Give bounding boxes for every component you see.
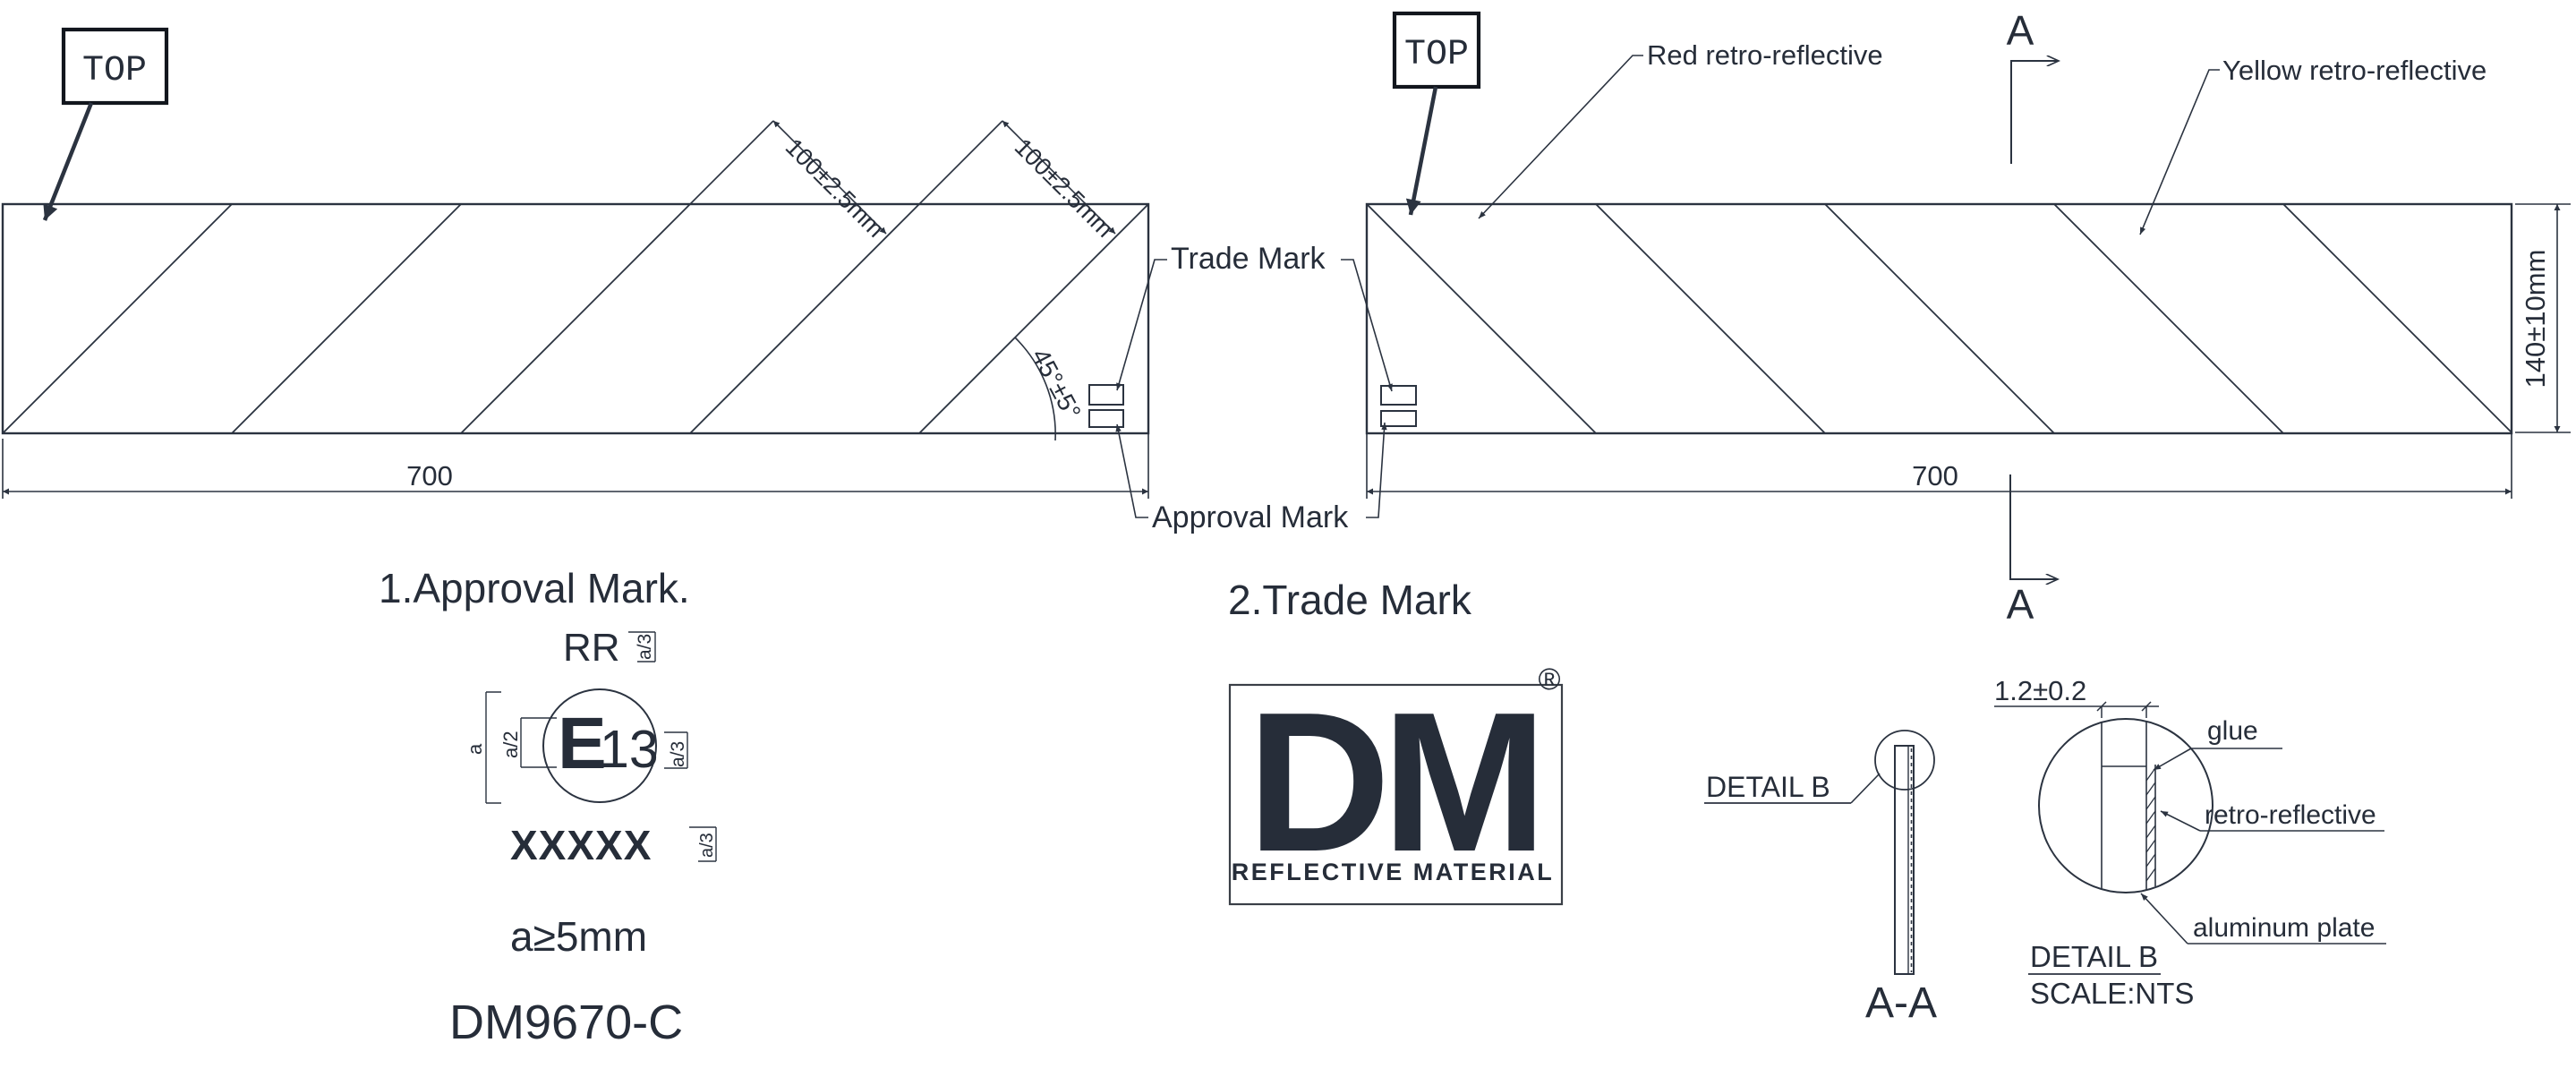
top-label-left: TOP	[82, 51, 147, 91]
stripe-dim-line-1	[772, 120, 887, 235]
thickness-dimension	[1994, 701, 2159, 718]
e13-a3-text: a/3	[668, 741, 688, 767]
aluminum-leader	[2140, 893, 2188, 945]
retro-hatch	[2145, 767, 2156, 882]
retro-leader	[2160, 810, 2201, 832]
angle-dim-text: 45°±5°	[1027, 344, 1087, 423]
thickness-dim-text: 1.2±0.2	[1994, 675, 2086, 706]
glue-leader	[2153, 748, 2192, 771]
red-layer-leader	[1478, 55, 1643, 219]
red-layer-label: Red retro-reflective	[1647, 39, 1883, 71]
dm-logo-subtext: REFLECTIVE MATERIAL	[1232, 859, 1555, 885]
e-mark-number: 13	[600, 720, 659, 779]
height-dimension	[2515, 203, 2571, 433]
section-a-markers	[2009, 61, 2059, 579]
stripe-dim-callouts	[689, 120, 1116, 235]
layer-leaders	[1478, 55, 2220, 235]
right-width-dim-text: 700	[1912, 460, 1958, 491]
e-mark-circle	[542, 688, 657, 803]
top-box	[61, 27, 169, 106]
dim-tick	[2096, 701, 2107, 712]
top-callout-right	[1392, 11, 1481, 216]
trade-leader-left	[1116, 259, 1167, 391]
approval-leader-left	[1115, 423, 1148, 518]
right-plate-approvalmark-area	[1380, 410, 1417, 427]
detail-b-view	[1994, 701, 2386, 975]
yellow-layer-label: Yellow retro-reflective	[2222, 55, 2486, 86]
left-plate-stripes	[3, 204, 1148, 433]
detail-geometry	[2101, 719, 2156, 893]
right-plate-view	[1365, 202, 2571, 499]
left-width-dim-text: 700	[406, 460, 453, 491]
section-aa-title: A-A	[1865, 979, 1937, 1027]
left-plate-view	[1, 120, 1150, 499]
angle-arc	[1014, 337, 1056, 441]
rr-a3-bracket	[628, 631, 656, 662]
trademark-section-title: 2.Trade Mark	[1228, 577, 1472, 623]
stripe-extension-line	[918, 120, 1003, 205]
dm-logo-box	[1228, 683, 1564, 906]
section-a-top-line	[2010, 61, 2059, 164]
section-aa-view	[1704, 730, 1935, 975]
approval-mark-label: Approval Mark	[1152, 500, 1349, 534]
stripe-extension-line	[689, 120, 774, 205]
stripe-dim-text-1: 100±2.5mm	[780, 133, 890, 243]
stripe-dim-text-2: 100±2.5mm	[1010, 133, 1119, 243]
serial-a3-text: a/3	[697, 833, 717, 858]
detail-b-title: DETAIL B	[2030, 940, 2158, 973]
e13-a3-bracket	[664, 731, 688, 769]
right-plate-outline	[1365, 202, 2513, 435]
left-width-dimension	[2, 433, 1149, 499]
serial-text: XXXXX	[510, 822, 652, 868]
e-mark-letter: E	[558, 703, 607, 784]
dm-logo-text: DM	[1247, 671, 1538, 893]
section-a-top-label: A	[2007, 7, 2034, 54]
detail-leaders	[2028, 748, 2386, 975]
a-dim-text: a	[464, 743, 486, 755]
aluminum-label: aluminum plate	[2193, 913, 2375, 943]
left-plate-trademark-area	[1088, 384, 1124, 406]
mark-leaders	[1115, 259, 1393, 518]
top-box	[1392, 11, 1481, 90]
top-callout-left	[42, 27, 169, 221]
height-dim-text: 140±10mm	[2520, 250, 2551, 389]
aa-plate-outline	[1894, 745, 1915, 975]
registered-mark-icon: ®	[1538, 662, 1560, 697]
approval-leader-right	[1366, 422, 1387, 518]
section-a-bottom-line	[2009, 474, 2058, 579]
dim-tick	[2141, 701, 2152, 712]
detail-b-callout: DETAIL B	[1706, 771, 1830, 803]
right-plate-trademark-area	[1380, 385, 1417, 406]
glue-label: glue	[2207, 716, 2258, 746]
detail-b-circle-marker	[1874, 730, 1935, 791]
trade-mark-label: Trade Mark	[1171, 242, 1326, 276]
detail-circle	[2038, 718, 2213, 893]
left-plate-outline	[1, 202, 1150, 435]
rr-a3-text: a/3	[635, 634, 655, 660]
trade-leader-right	[1341, 259, 1393, 392]
a-min-note: a≥5mm	[510, 913, 647, 960]
top-label-right: TOP	[1404, 35, 1469, 75]
a-dimension	[485, 691, 501, 804]
section-a-bottom-label: A	[2007, 581, 2034, 628]
rr-text: RR	[563, 626, 620, 670]
yellow-layer-leader	[2139, 69, 2220, 235]
detail-b-leader	[1850, 773, 1881, 804]
top-arrow-icon	[42, 102, 94, 221]
a2-dimension	[520, 717, 557, 768]
serial-a3-bracket	[689, 826, 717, 862]
model-number: DM9670-C	[449, 996, 683, 1049]
right-width-dimension	[1366, 433, 2512, 499]
retro-label: retro-reflective	[2205, 800, 2376, 830]
left-plate-approvalmark-area	[1088, 409, 1124, 428]
detail-scale-label: SCALE:NTS	[2030, 977, 2194, 1010]
stripe-dim-line-2	[1002, 120, 1116, 235]
approval-section-title: 1.Approval Mark.	[379, 565, 690, 611]
top-arrow-icon	[1405, 86, 1438, 216]
right-plate-stripes	[1367, 204, 2512, 433]
a2-dim-text: a/2	[499, 731, 522, 758]
dm-logo: DM REFLECTIVE MATERIAL ®	[1228, 662, 1564, 906]
